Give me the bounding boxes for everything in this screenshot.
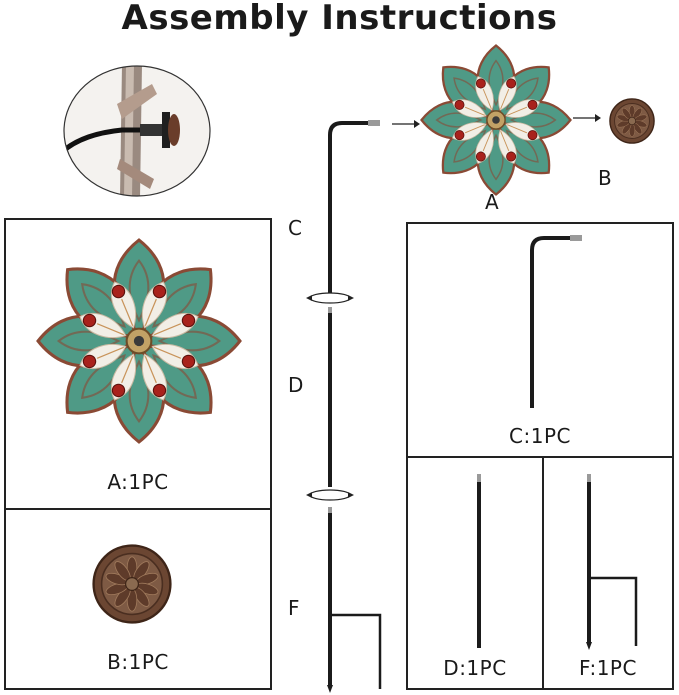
part-label-d: D bbox=[288, 373, 303, 397]
part-label-b: B bbox=[598, 166, 612, 190]
rod-c bbox=[526, 232, 596, 412]
part-label-c: C bbox=[288, 216, 302, 240]
caption-b: B:1PC bbox=[6, 650, 270, 674]
part-box-b: B:1PC bbox=[4, 508, 272, 690]
part-box-d: D:1PC bbox=[406, 456, 544, 690]
rod-d bbox=[474, 474, 484, 650]
arrow-flower-to-medallion bbox=[571, 112, 601, 124]
part-label-f: F bbox=[288, 596, 300, 620]
part-label-a: A bbox=[485, 190, 499, 214]
flower-a-large bbox=[36, 238, 242, 444]
caption-a: A:1PC bbox=[6, 470, 270, 494]
caption-c: C:1PC bbox=[408, 424, 672, 448]
flower-a-small bbox=[420, 44, 572, 196]
part-box-a: A:1PC bbox=[4, 218, 272, 510]
assembly-rods bbox=[300, 115, 400, 695]
medallion-b-large bbox=[92, 544, 172, 624]
page-title: Assembly Instructions bbox=[0, 0, 679, 38]
rod-f bbox=[584, 474, 644, 654]
caption-d: D:1PC bbox=[408, 656, 542, 680]
zoom-detail-circle bbox=[62, 64, 214, 198]
medallion-b-small bbox=[609, 98, 655, 144]
part-box-f: F:1PC bbox=[542, 456, 674, 690]
caption-f: F:1PC bbox=[544, 656, 672, 680]
part-box-c: C:1PC bbox=[406, 222, 674, 458]
